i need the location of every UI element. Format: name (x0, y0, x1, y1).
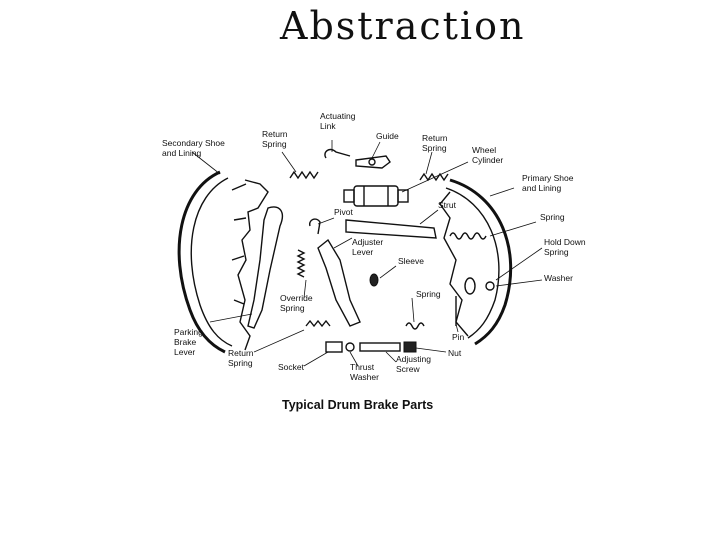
leader-lines (191, 140, 543, 367)
spring-right-illustration (449, 232, 487, 240)
label-pivot: Pivot (334, 207, 354, 217)
label-pin: Pin (452, 332, 465, 342)
spring-center-illustration (405, 322, 425, 330)
label-guide: Guide (376, 131, 399, 141)
wheel-cylinder-illustration (343, 185, 409, 207)
label-spring-right: Spring (540, 212, 565, 222)
sleeve-illustration (369, 273, 379, 287)
label-nut: Nut (448, 348, 462, 358)
hold-down-spring-illustration (464, 277, 476, 295)
adjuster-lever-illustration (317, 238, 361, 327)
primary-shoe-illustration (439, 178, 513, 346)
actuating-link-illustration (324, 148, 351, 159)
override-spring-illustration (296, 249, 306, 278)
guide-illustration (355, 155, 391, 169)
label-sleeve: Sleeve (398, 256, 424, 266)
washer-illustration (485, 281, 495, 291)
slide-title: Abstraction (280, 4, 526, 48)
return-spring-right-illustration (419, 172, 449, 182)
pivot-illustration (308, 218, 321, 235)
strut-illustration (345, 219, 437, 239)
label-strut: Strut (438, 200, 457, 210)
return-spring-left-illustration (289, 170, 319, 180)
label-washer: Washer (544, 273, 573, 283)
secondary-shoe-illustration (177, 170, 269, 354)
return-spring-bottom-illustration (305, 319, 331, 328)
adjuster-assembly-illustration (325, 341, 417, 353)
label-spring-center: Spring (416, 289, 441, 299)
label-socket: Socket (278, 362, 305, 372)
parking-brake-lever-illustration (247, 206, 284, 329)
diagram-caption: Typical Drum Brake Parts (282, 398, 433, 412)
